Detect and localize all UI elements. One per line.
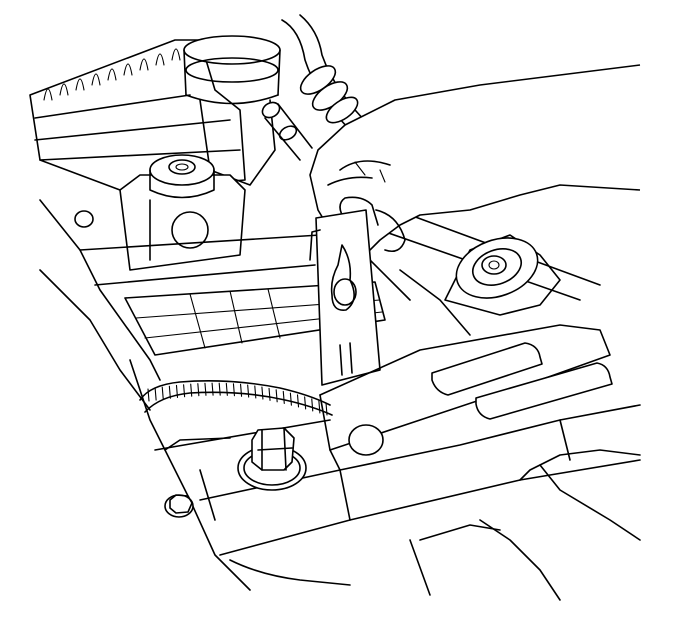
pipe-fitting xyxy=(261,101,313,161)
alignment-gauge xyxy=(309,209,381,386)
harness-rib xyxy=(168,385,171,399)
harness-rib xyxy=(204,382,207,396)
harness-rib xyxy=(261,386,264,400)
harness-rib xyxy=(325,402,328,416)
harness-rib xyxy=(289,392,292,406)
frame-slots xyxy=(431,342,613,420)
harness-rib xyxy=(175,384,179,399)
throttle-body xyxy=(183,35,281,186)
harness-rib xyxy=(197,383,200,397)
cooling-fin xyxy=(171,48,181,61)
right-strut-mount xyxy=(444,234,561,316)
harness-rib xyxy=(218,382,221,396)
cooling-fin xyxy=(107,68,117,81)
cooling-fin xyxy=(43,88,53,101)
harness-rib xyxy=(232,383,235,397)
harness-rib xyxy=(247,384,250,398)
wire-harness xyxy=(139,380,333,416)
harness-rib xyxy=(190,383,193,397)
frame-bolt xyxy=(237,427,307,491)
harness-rib xyxy=(211,382,214,396)
manifold-cooling-fins xyxy=(43,48,181,101)
frame-rail xyxy=(129,324,641,591)
vacuum-hose xyxy=(281,14,373,141)
lower-frame xyxy=(164,437,641,601)
harness-rib xyxy=(311,398,314,412)
wire-harness-ribs xyxy=(147,382,328,416)
harness-rib xyxy=(296,394,300,408)
harness-rib xyxy=(240,383,243,397)
harness-rib xyxy=(275,389,278,403)
intake-manifold xyxy=(29,39,246,191)
cooling-fin xyxy=(123,63,133,76)
harness-rib xyxy=(154,387,157,401)
cooling-fin xyxy=(91,73,101,86)
harness-rib xyxy=(225,382,228,396)
harness-rib xyxy=(318,400,321,414)
harness-rib xyxy=(268,387,271,401)
harness-rib xyxy=(183,384,186,398)
left-strut-mount xyxy=(74,154,246,271)
cooling-fin xyxy=(139,58,149,71)
harness-rib xyxy=(304,396,307,410)
cooling-fin xyxy=(155,53,165,66)
cooling-fin xyxy=(59,83,69,96)
lower-bolt xyxy=(164,494,194,518)
cooling-fin xyxy=(75,78,85,91)
harness-rib xyxy=(282,390,285,404)
harness-rib xyxy=(254,385,257,399)
harness-rib xyxy=(147,388,150,402)
harness-rib xyxy=(161,386,164,400)
